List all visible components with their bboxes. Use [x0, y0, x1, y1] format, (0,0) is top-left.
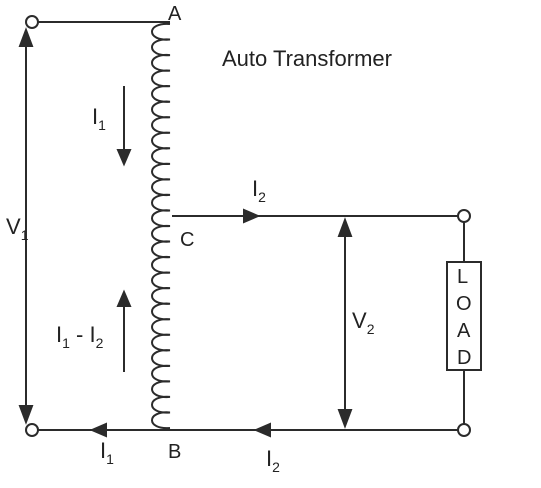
v2-arrow-up-icon	[337, 217, 353, 237]
i1-coil-arrow-icon	[116, 149, 132, 167]
i1-minus-i2-label: I1 - I2	[56, 322, 104, 351]
terminal-bottom-right	[457, 423, 471, 437]
load-letter-l: L	[457, 266, 468, 288]
v2-arrow-down-icon	[337, 409, 353, 429]
load-letter-d: D	[457, 347, 471, 369]
i2-top-label: I2	[252, 176, 266, 205]
node-b-label: B	[168, 441, 181, 463]
terminal-bottom-left	[25, 423, 39, 437]
v1-arrow-up-icon	[18, 27, 34, 47]
terminal-tap-right	[457, 209, 471, 223]
node-a-label: A	[168, 3, 182, 25]
winding-coil-icon	[151, 22, 171, 430]
diagram-title: Auto Transformer	[222, 46, 392, 71]
load-letter-a: A	[457, 320, 471, 342]
i1-coil-label: I1	[92, 104, 106, 133]
i1-minus-i2-arrow-icon	[116, 289, 132, 307]
terminal-top-left	[25, 15, 39, 29]
load-letter-o: O	[456, 293, 472, 315]
load-box	[446, 261, 482, 371]
i1-bottom-arrow-icon	[89, 422, 107, 438]
i2-top-arrow-icon	[243, 208, 261, 224]
v1-arrow-down-icon	[18, 405, 34, 425]
v2-label: V2	[352, 308, 375, 337]
v1-label: V1	[6, 214, 29, 243]
node-c-label: C	[180, 229, 194, 251]
i1-bottom-label: I1	[100, 438, 114, 467]
i2-bottom-label: I2	[266, 446, 280, 475]
i2-bottom-arrow-icon	[253, 422, 271, 438]
